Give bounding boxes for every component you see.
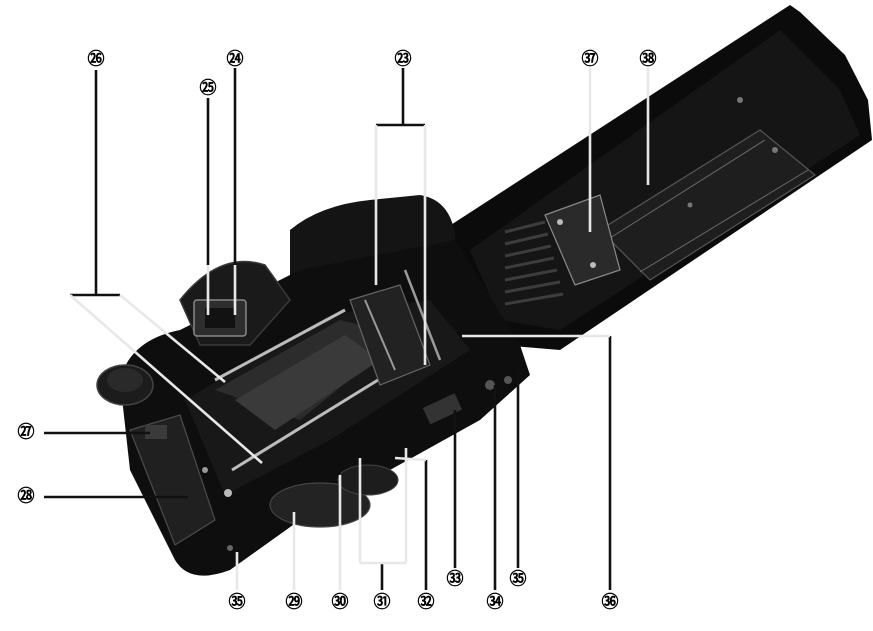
callout-25: ㉕ xyxy=(200,77,217,97)
svg-text:㊱: ㊱ xyxy=(602,591,619,611)
pressure-plate xyxy=(599,97,817,281)
svg-text:㉔: ㉔ xyxy=(227,48,244,68)
svg-text:㉙: ㉙ xyxy=(286,591,303,611)
svg-text:㉞: ㉞ xyxy=(487,591,504,611)
callout-33: ㉝ xyxy=(447,568,464,588)
film-cassette-chamber xyxy=(129,414,232,546)
callout-38: ㊳ xyxy=(640,48,657,68)
callout-26: ㉖ xyxy=(88,48,105,68)
svg-text:㉟: ㉟ xyxy=(510,568,527,588)
svg-text:㊳: ㊳ xyxy=(640,48,657,68)
svg-text:㊲: ㊲ xyxy=(582,48,599,68)
callout-32: ㉜ xyxy=(418,591,435,611)
svg-text:㉚: ㉚ xyxy=(332,591,349,611)
callout-27: ㉗ xyxy=(18,421,35,441)
callout-30: ㉚ xyxy=(332,591,349,611)
svg-text:㉖: ㉖ xyxy=(88,48,105,68)
svg-text:㉕: ㉕ xyxy=(200,77,217,97)
camera-body xyxy=(96,195,530,576)
svg-text:㉝: ㉝ xyxy=(447,568,464,588)
ribbed-panel xyxy=(504,220,564,306)
svg-text:㉜: ㉜ xyxy=(418,591,435,611)
callout-35-right: ㉟ xyxy=(510,568,527,588)
callout-37: ㊲ xyxy=(582,48,599,68)
svg-text:㉘: ㉘ xyxy=(18,485,35,505)
camera-back-door xyxy=(440,5,872,350)
callout-36: ㊱ xyxy=(602,591,619,611)
callout-28: ㉘ xyxy=(18,485,35,505)
callout-35-left: ㉟ xyxy=(229,591,246,611)
callout-29: ㉙ xyxy=(286,591,303,611)
svg-text:㉟: ㉟ xyxy=(229,591,246,611)
callout-31: ㉛ xyxy=(374,591,391,611)
callout-34: ㉞ xyxy=(487,591,504,611)
svg-text:㉗: ㉗ xyxy=(18,421,35,441)
leader-lines xyxy=(44,68,650,590)
film-memo-holder xyxy=(544,194,621,286)
sprocket-area xyxy=(349,269,442,386)
callout-24: ㉔ xyxy=(227,48,244,68)
svg-text:㉓: ㉓ xyxy=(395,48,412,68)
svg-text:㉛: ㉛ xyxy=(374,591,391,611)
callout-23: ㉓ xyxy=(395,48,412,68)
